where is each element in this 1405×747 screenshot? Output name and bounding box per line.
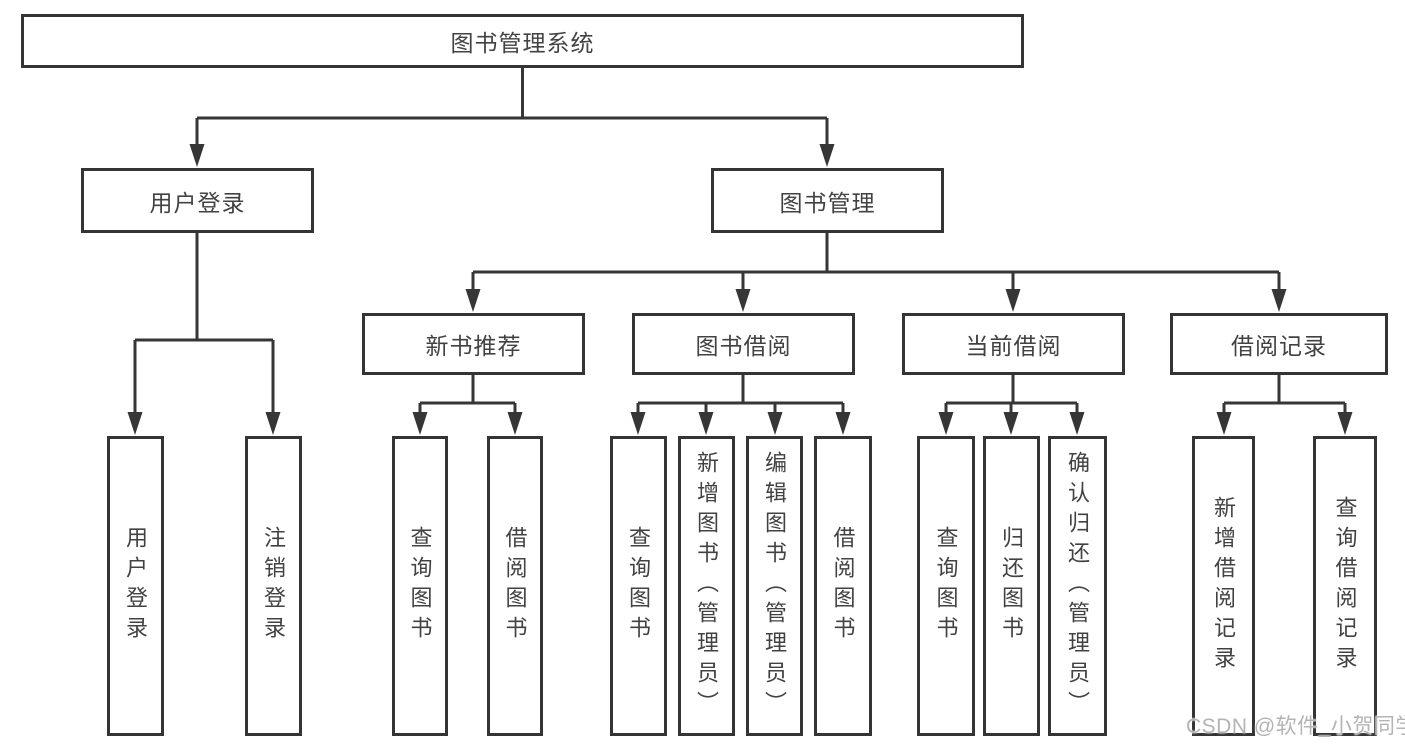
node-label: 借阅图书: [502, 526, 528, 646]
leaf-confirm-return-admin: 确认归还（管理员）: [1048, 436, 1107, 736]
node-borrowing-records: 借阅记录: [1170, 313, 1388, 375]
node-label: 图书管理系统: [450, 30, 595, 56]
node-label: 查询借阅记录: [1332, 496, 1358, 676]
leaf-query-books-2: 查询图书: [610, 436, 667, 736]
leaf-borrow-books-2: 借阅图书: [814, 436, 872, 736]
node-label: 确认归还（管理员）: [1065, 451, 1091, 721]
node-label: 编辑图书（管理员）: [762, 451, 788, 721]
node-new-book-recommend: 新书推荐: [362, 313, 585, 375]
leaf-edit-books-admin: 编辑图书（管理员）: [746, 436, 803, 736]
node-label: 查询图书: [626, 526, 652, 646]
leaf-query-borrow-record: 查询借阅记录: [1313, 436, 1377, 736]
node-label: 查询图书: [407, 526, 433, 646]
node-book-borrowing: 图书借阅: [632, 313, 855, 375]
node-label: 归还图书: [999, 526, 1025, 646]
watermark: CSDN @软件_小贺同学: [1186, 715, 1405, 738]
node-label: 图书借阅: [695, 333, 792, 359]
leaf-query-books-1: 查询图书: [392, 436, 448, 736]
node-library-system: 图书管理系统: [21, 14, 1024, 68]
node-label: 新增借阅记录: [1211, 496, 1237, 676]
node-label: 用户登录: [123, 526, 149, 646]
leaf-add-borrow-record: 新增借阅记录: [1192, 436, 1255, 736]
node-label: 查询图书: [933, 526, 959, 646]
leaf-user-login: 用户登录: [107, 436, 164, 736]
node-current-borrowing: 当前借阅: [902, 313, 1125, 375]
node-user-login: 用户登录: [81, 168, 314, 233]
node-label: 借阅记录: [1231, 333, 1327, 359]
leaf-borrow-books-1: 借阅图书: [487, 436, 543, 736]
leaf-logout: 注销登录: [245, 436, 302, 736]
node-label: 新书推荐: [425, 333, 522, 359]
leaf-return-books: 归还图书: [983, 436, 1040, 736]
leaf-query-books-3: 查询图书: [917, 436, 975, 736]
node-label: 图书管理: [779, 189, 876, 216]
node-label: 借阅图书: [830, 526, 856, 646]
node-label: 当前借阅: [965, 333, 1062, 359]
leaf-add-books-admin: 新增图书（管理员）: [678, 436, 735, 736]
node-book-management: 图书管理: [711, 168, 944, 233]
node-label: 注销登录: [261, 526, 287, 646]
node-label: 新增图书（管理员）: [694, 451, 720, 721]
node-label: 用户登录: [149, 189, 246, 216]
